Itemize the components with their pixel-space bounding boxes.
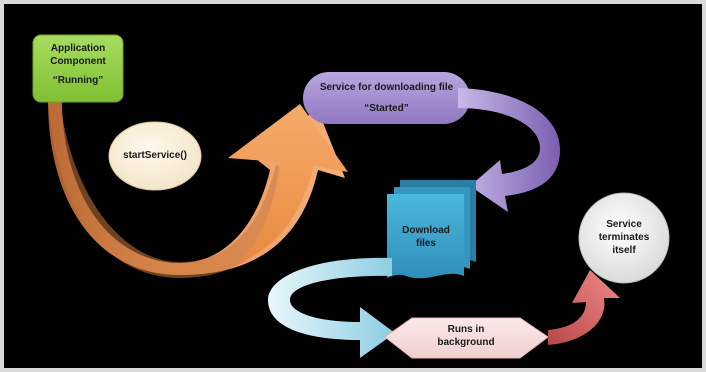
terminate-line3: itself (612, 245, 636, 256)
download-line2: files (415, 238, 436, 249)
terminate-label: Service terminates itself (584, 218, 664, 257)
download-line1: Download (402, 225, 450, 236)
red-curved-arrow (548, 270, 620, 345)
orange-arrow-head (228, 104, 348, 262)
lightblue-curved-arrow (268, 257, 395, 358)
download-files-label: Download files (388, 224, 464, 250)
download-files-stack (387, 180, 476, 279)
orange-arrow-shaft (48, 100, 300, 278)
service-pill (303, 72, 470, 124)
background-label: Runs in background (412, 323, 520, 349)
terminate-line2: terminates (598, 232, 650, 243)
terminate-line1: Service (606, 219, 642, 230)
service-terminates-circle (578, 192, 670, 284)
service-title: Service for downloading file (319, 82, 454, 93)
background-line2: background (437, 337, 495, 348)
start-service-ellipse (108, 121, 202, 191)
app-component-label: Application Component “Running” (33, 42, 123, 87)
service-state: “Started” (364, 103, 409, 114)
app-component-line1: Application (50, 43, 106, 54)
application-component-box (32, 34, 124, 103)
purple-curved-arrow (458, 88, 560, 212)
background-line1: Runs in (447, 324, 485, 335)
app-component-state: “Running” (52, 75, 104, 86)
service-label: Service for downloading file “Started” (303, 81, 470, 115)
start-service-label: startService() (123, 150, 187, 161)
app-component-line2: Component (50, 56, 106, 67)
